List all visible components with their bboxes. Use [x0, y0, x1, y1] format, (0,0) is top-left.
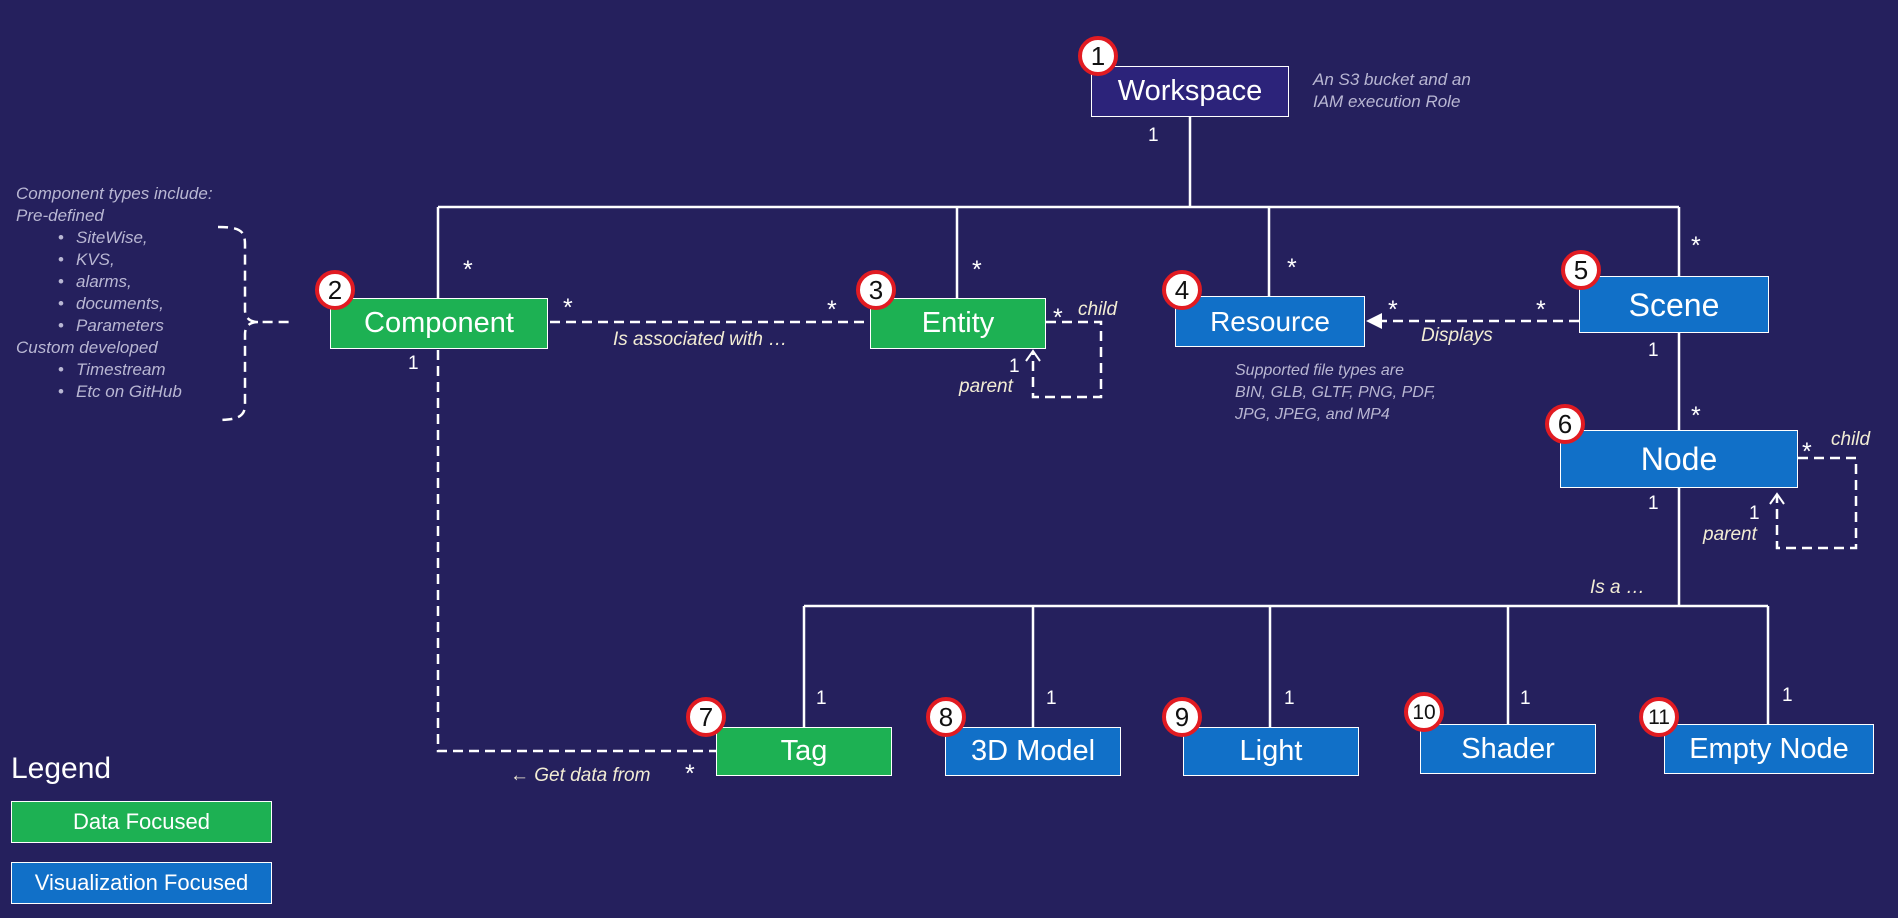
scene-box: Scene	[1579, 276, 1769, 333]
mult-entity-many: *	[972, 256, 982, 284]
mult-component-assoc-many: *	[563, 294, 573, 322]
mult-resource-many: *	[1287, 254, 1297, 282]
mult-shader-one: 1	[1520, 688, 1531, 709]
resource-box: Resource	[1175, 296, 1365, 347]
mult-entity-assoc-many: *	[827, 296, 837, 324]
label-get-data-from: ← Get data from	[510, 765, 651, 786]
mult-resource-displays-many: *	[1388, 296, 1398, 324]
mult-node-child-many: *	[1802, 438, 1812, 466]
mult-light-one: 1	[1284, 688, 1295, 709]
component-types-custom: Custom developed	[16, 338, 158, 357]
component-types-heading: Component types include:	[16, 184, 213, 203]
mult-entity-child-many: *	[1053, 304, 1063, 332]
mult-workspace-one: 1	[1148, 125, 1159, 146]
badge-4: 4	[1162, 270, 1202, 310]
mult-tag-one: 1	[816, 688, 827, 709]
component-type-item: alarms,	[16, 271, 213, 293]
label-entity-child: child	[1078, 299, 1118, 320]
label-displays: Displays	[1421, 325, 1493, 346]
entity-box: Entity	[870, 298, 1046, 349]
badge-2: 2	[315, 270, 355, 310]
resource-note-line: BIN, GLB, GLTF, PNG, PDF,	[1235, 384, 1436, 401]
mult-scene-many: *	[1691, 232, 1701, 260]
badge-10: 10	[1404, 692, 1444, 732]
component-types-predefined: Pre-defined	[16, 206, 104, 225]
resource-note: Supported file types are BIN, GLB, GLTF,…	[1235, 360, 1436, 426]
component-type-item: documents,	[16, 293, 213, 315]
component-type-item: Timestream	[16, 359, 213, 381]
legend-visualization-focused: Visualization Focused	[11, 862, 272, 904]
mult-component-many: *	[463, 256, 473, 284]
badge-1: 1	[1078, 36, 1118, 76]
label-is-associated-with: Is associated with …	[613, 329, 788, 350]
badge-5: 5	[1561, 250, 1601, 290]
mult-empty-node-one: 1	[1782, 685, 1793, 706]
badge-11: 11	[1639, 697, 1679, 737]
badge-6: 6	[1545, 404, 1585, 444]
legend-data-focused: Data Focused	[11, 801, 272, 843]
component-box: Component	[330, 298, 548, 349]
workspace-box: Workspace	[1091, 66, 1289, 117]
badge-3: 3	[856, 270, 896, 310]
workspace-note: An S3 bucket and an IAM execution Role	[1313, 69, 1471, 113]
workspace-note-line: IAM execution Role	[1313, 92, 1461, 111]
component-type-item: KVS,	[16, 249, 213, 271]
mult-node-parent-one: 1	[1749, 503, 1760, 524]
component-types-note: Component types include: Pre-defined Sit…	[16, 183, 213, 403]
mult-scene-displays-many: *	[1536, 296, 1546, 324]
mult-node-one: 1	[1648, 493, 1659, 514]
label-node-child: child	[1831, 429, 1871, 450]
badge-9: 9	[1162, 697, 1202, 737]
mult-node-many: *	[1691, 402, 1701, 430]
label-entity-parent: parent	[959, 376, 1013, 397]
mult-scene-one: 1	[1648, 340, 1659, 361]
component-type-item: Etc on GitHub	[16, 381, 213, 403]
legend-title: Legend	[11, 752, 112, 785]
shader-box: Shader	[1420, 724, 1596, 774]
label-is-a: Is a …	[1590, 577, 1645, 598]
mult-component-one: 1	[408, 353, 419, 374]
mult-entity-parent-one: 1	[1009, 356, 1020, 377]
component-type-item: SiteWise,	[16, 227, 213, 249]
badge-7: 7	[686, 697, 726, 737]
tag-box: Tag	[716, 727, 892, 776]
3d-model-box: 3D Model	[945, 727, 1121, 776]
empty-node-box: Empty Node	[1664, 724, 1874, 774]
resource-note-line: JPG, JPEG, and MP4	[1235, 406, 1390, 423]
label-node-parent: parent	[1703, 524, 1757, 545]
component-type-item: Parameters	[16, 315, 213, 337]
resource-note-line: Supported file types are	[1235, 362, 1404, 379]
mult-tag-many: *	[685, 760, 695, 788]
node-box: Node	[1560, 430, 1798, 488]
badge-8: 8	[926, 697, 966, 737]
workspace-note-line: An S3 bucket and an	[1313, 70, 1471, 89]
mult-3d-model-one: 1	[1046, 688, 1057, 709]
light-box: Light	[1183, 727, 1359, 776]
